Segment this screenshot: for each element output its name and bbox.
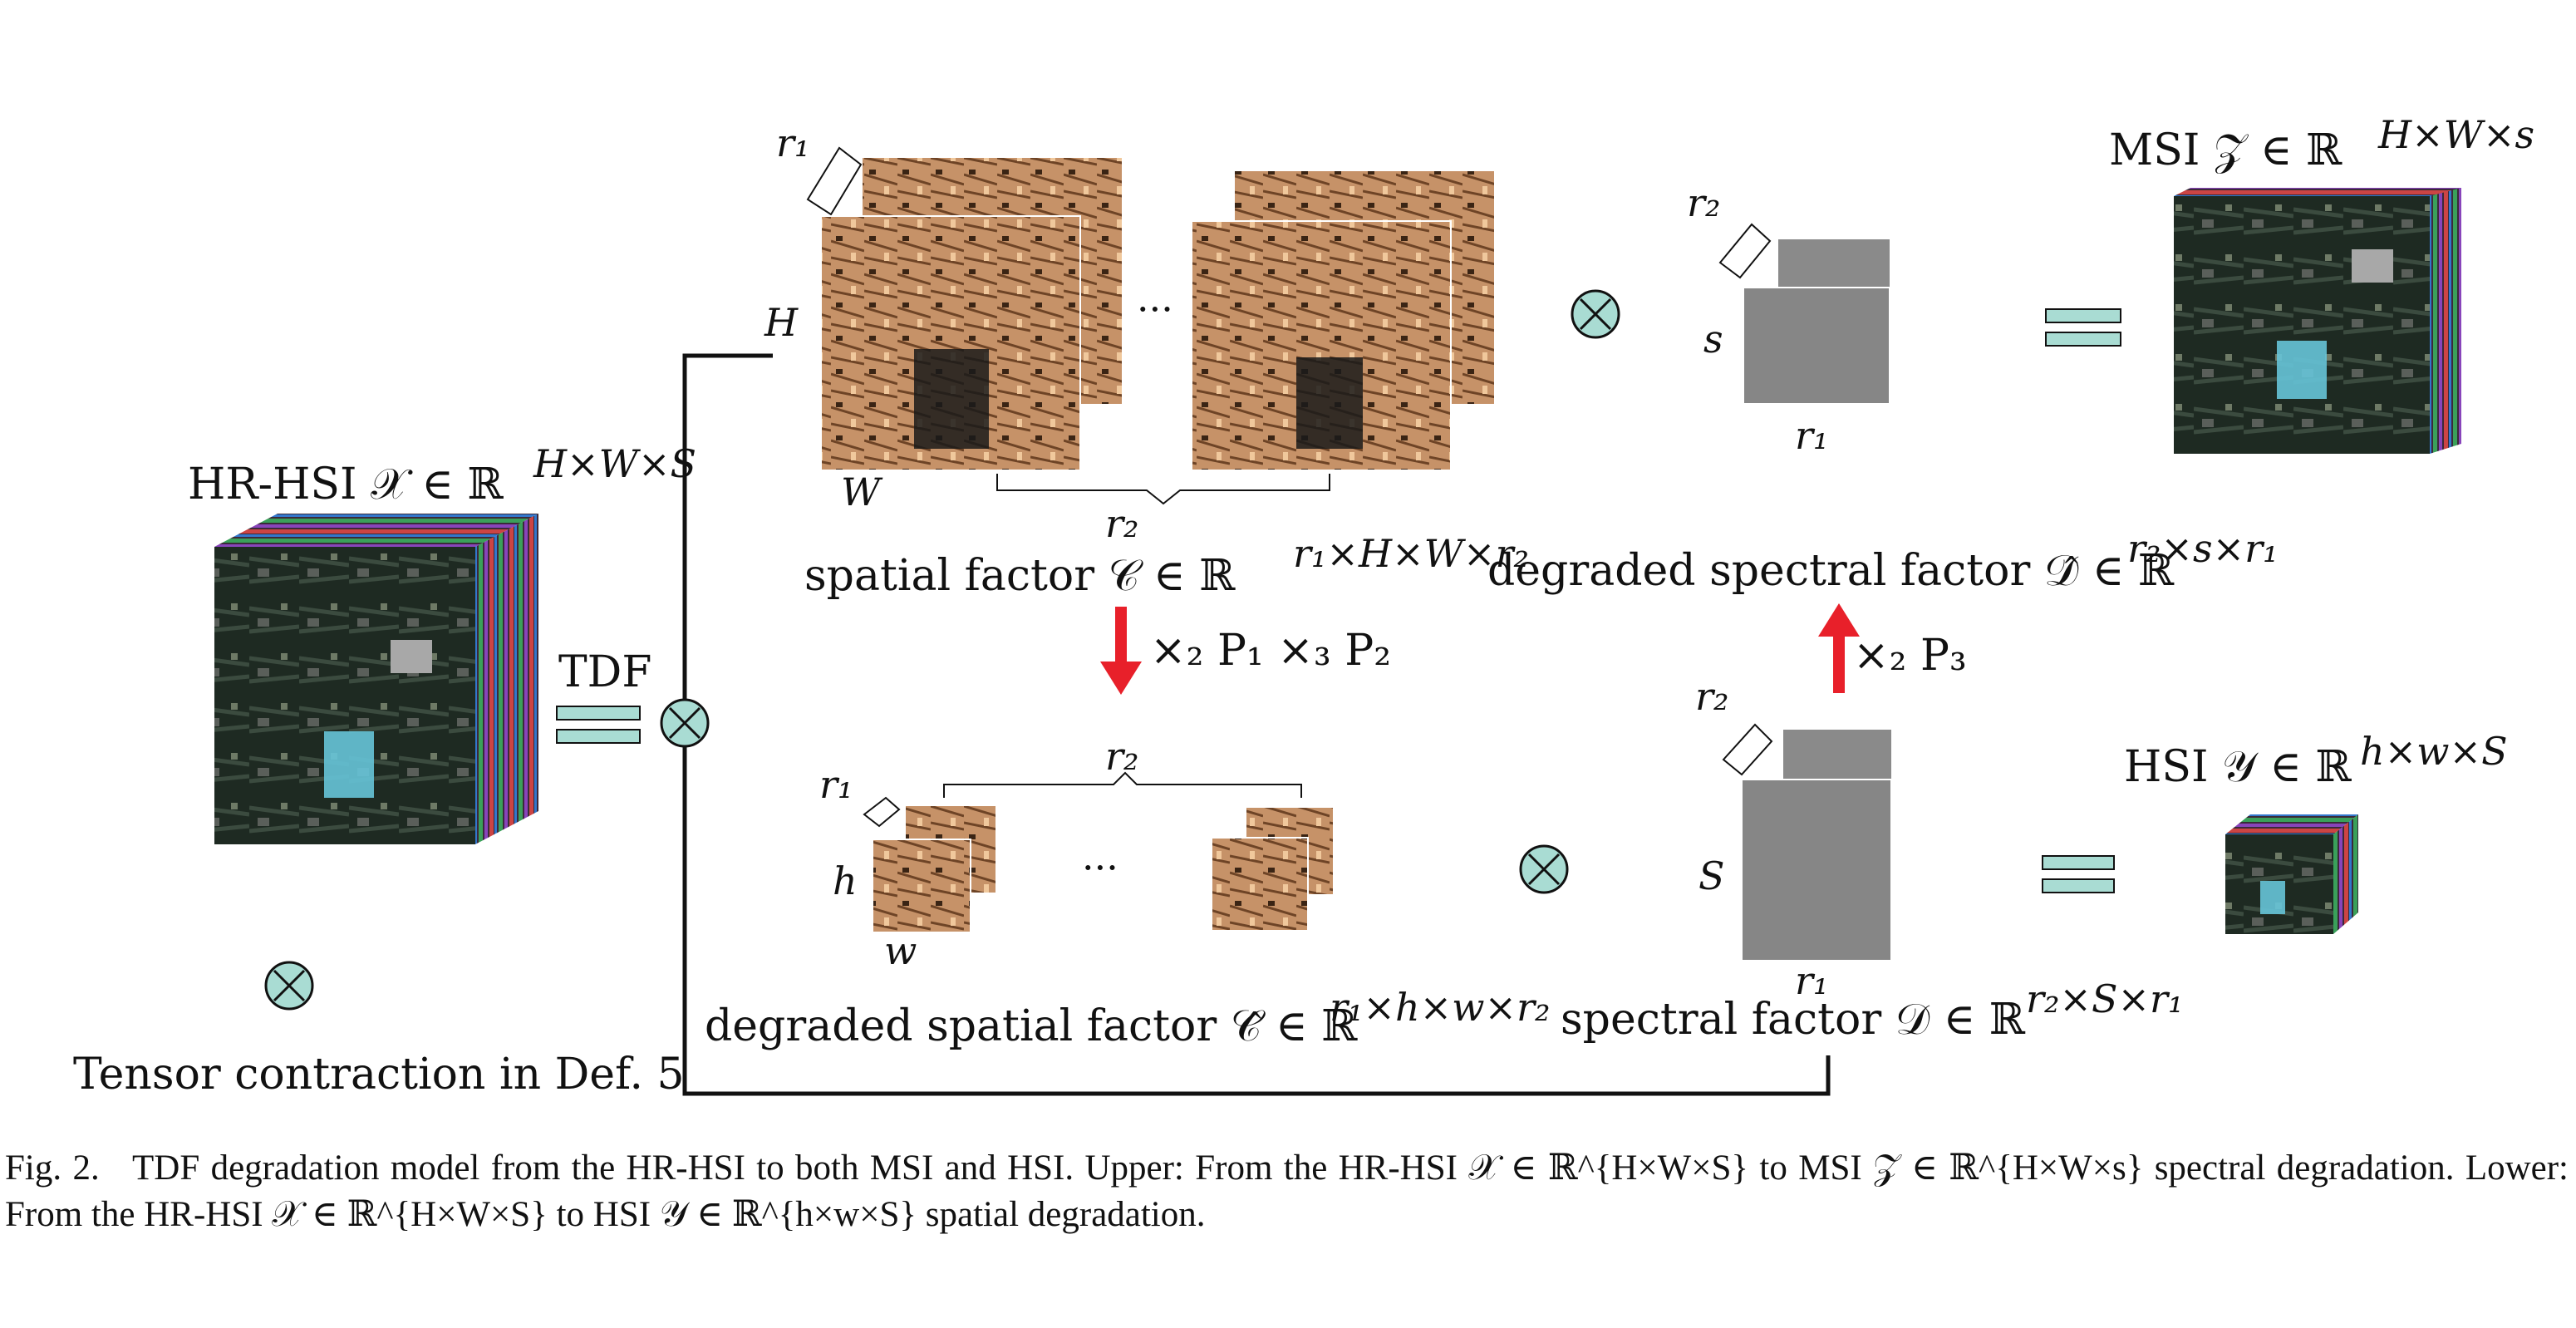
- r2-brace-upper: [996, 474, 1330, 505]
- hr-hsi-cube: [214, 514, 538, 844]
- up-arrow-label: ×₂ P₃: [1853, 631, 1967, 681]
- r2-brace-lower: [943, 771, 1302, 798]
- equals-operator-upper: [2045, 308, 2121, 347]
- spatial-factor-sup: r₁×H×W×r₂: [1293, 531, 1529, 576]
- connector-lines: [682, 353, 1831, 1096]
- dim-r1-upper: r₁: [776, 121, 809, 165]
- degraded-spectral-factor: [1718, 223, 1890, 405]
- dim-r2-lower: r₂: [1105, 734, 1138, 779]
- contraction-operator-upper: [1571, 289, 1620, 339]
- dim-r1-spec-lower: r₁: [1795, 958, 1828, 1003]
- equals-operator-lower: [2042, 855, 2115, 893]
- hsi-label: HSI 𝒴 ∈ ℝ: [2124, 742, 2352, 792]
- hr-hsi-sup: H×W×S: [533, 441, 696, 486]
- dim-s: s: [1703, 317, 1723, 362]
- dim-W-upper: W: [841, 470, 883, 514]
- tdf-label: TDF: [558, 647, 651, 697]
- dim-w: w: [884, 928, 917, 973]
- dim-h: h: [833, 858, 858, 903]
- contraction-operator-lower: [1519, 844, 1569, 894]
- degraded-spatial-label: degraded spatial factor 𝒞̂ ∈ ℝ: [705, 1001, 1358, 1051]
- dim-S: S: [1698, 853, 1725, 898]
- hr-hsi-label: HR-HSI 𝒳 ∈ ℝ: [188, 460, 504, 509]
- degraded-spatial-stack-1: [863, 796, 995, 933]
- dim-r1-spec-upper: r₁: [1795, 413, 1828, 458]
- hsi-sup: h×w×S: [2360, 729, 2508, 774]
- equals-operator-tdf: [556, 706, 641, 744]
- figure-diagram: HR-HSI 𝒳 ∈ ℝ H×W×S TDF ··· r₁ H W r₂: [73, 112, 2534, 1099]
- caption-prefix: Fig. 2.: [5, 1148, 100, 1188]
- caption-text: TDF degradation model from the HR-HSI to…: [5, 1148, 2569, 1234]
- hsi-cube: [2225, 814, 2358, 934]
- msi-label: MSI 𝒵 ∈ ℝ: [2109, 125, 2342, 175]
- up-arrow: [1818, 603, 1860, 693]
- degraded-spatial-sup: r₁×h×w×r₂: [1330, 985, 1551, 1030]
- spectral-factor: [1722, 723, 1892, 962]
- dim-H-upper: H: [764, 300, 799, 345]
- dim-r2-spec-lower: r₂: [1695, 674, 1728, 719]
- spectral-factor-label: spectral factor 𝒟 ∈ ℝ: [1561, 995, 2026, 1045]
- contraction-operator-main: [660, 698, 710, 748]
- ellipsis-upper: ···: [1137, 287, 1173, 332]
- spatial-factor-label: spatial factor 𝒞 ∈ ℝ: [804, 551, 1236, 601]
- down-arrow-label: ×₂ P₁ ×₃ P₂: [1150, 626, 1391, 676]
- down-arrow: [1100, 607, 1142, 695]
- legend-label: Tensor contraction in Def. 5: [73, 1050, 685, 1099]
- degraded-spatial-stack-2: [1211, 808, 1333, 932]
- legend-contraction-icon: [264, 961, 314, 1011]
- msi-cube: [2174, 188, 2461, 454]
- spectral-factor-sup: r₂×S×r₁: [2026, 976, 2183, 1021]
- dim-r1-lower: r₁: [819, 762, 853, 807]
- spatial-factor-stack-1: [806, 146, 1122, 471]
- msi-sup: H×W×s: [2377, 112, 2534, 157]
- figure-caption: Fig. 2. TDF degradation model from the H…: [5, 1145, 2569, 1238]
- degraded-spectral-label: degraded spectral factor 𝒟̂ ∈ ℝ: [1487, 546, 2175, 596]
- dim-r2-upper: r₂: [1105, 501, 1138, 546]
- degraded-spectral-sup: r₂×s×r₁: [2127, 526, 2279, 571]
- dim-r2-spec-upper: r₂: [1687, 180, 1720, 225]
- ellipsis-lower: ···: [1082, 845, 1118, 890]
- spatial-factor-stack-2: [1191, 171, 1494, 471]
